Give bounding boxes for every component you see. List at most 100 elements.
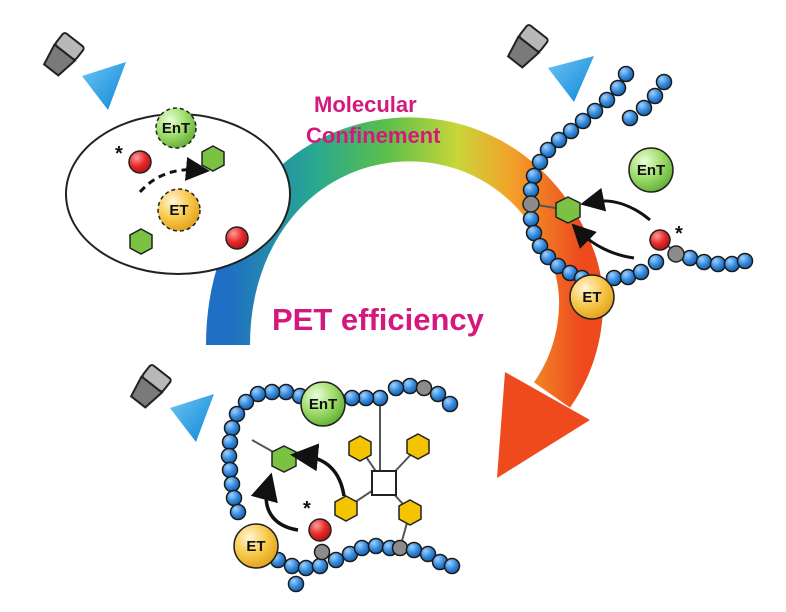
chain-bead	[635, 99, 653, 117]
title-molecular: Molecular	[314, 92, 417, 117]
ent-badge	[300, 381, 346, 427]
chain-bead	[531, 153, 549, 171]
et-badge	[233, 523, 279, 569]
chain-bead	[225, 489, 243, 507]
chain-bead	[531, 237, 549, 255]
chain-bead	[221, 461, 239, 479]
link-bead	[522, 195, 540, 213]
chain-bead	[429, 385, 447, 403]
title-pet-efficiency: PET efficiency	[272, 302, 485, 337]
chain-bead	[736, 252, 754, 270]
chain-bead	[419, 545, 437, 563]
chain-bead	[277, 383, 295, 401]
chain-bead	[357, 389, 375, 407]
chain-bead	[371, 389, 389, 407]
crosslinker	[371, 470, 397, 496]
chain-bead	[621, 109, 639, 127]
chain-bead	[237, 393, 255, 411]
substrate	[555, 196, 581, 224]
ent-badge	[155, 107, 197, 149]
lamp-icon	[129, 364, 172, 409]
chain-bead	[525, 167, 543, 185]
chain-panel: * EnT ET	[522, 65, 754, 320]
chain-bead	[709, 255, 727, 273]
chain-bead	[221, 433, 239, 451]
chain-bead	[353, 539, 371, 557]
link-bead	[391, 539, 409, 557]
transfer-arrow	[290, 443, 346, 497]
chain-bead	[327, 551, 345, 569]
photocatalyst	[225, 226, 249, 250]
chain-bead	[229, 503, 247, 521]
chain-bead	[387, 379, 405, 397]
chain-bead	[617, 65, 635, 83]
light-beam-icon	[170, 394, 214, 442]
transfer-arrow	[250, 472, 299, 532]
et-label: ET	[582, 289, 601, 306]
chain-bead	[549, 257, 567, 275]
chain-bead	[681, 249, 699, 267]
ent-label: EnT	[162, 120, 190, 137]
et-badge	[569, 274, 615, 320]
et-label: ET	[169, 202, 188, 219]
linker-hexagon	[398, 499, 422, 526]
photocatalyst	[649, 229, 671, 251]
chain-bead	[220, 447, 238, 465]
excited-mark: *	[115, 143, 123, 165]
substrate	[129, 228, 153, 255]
solution-panel: * EnT ET	[65, 107, 291, 275]
et-label: ET	[246, 538, 265, 555]
chain-bead	[646, 87, 664, 105]
chain-bead	[283, 557, 301, 575]
chain-bead	[655, 73, 673, 91]
chain-bead	[522, 210, 540, 228]
linker-hexagon	[406, 433, 430, 460]
ent-label: EnT	[309, 396, 337, 413]
title-confinement: Confinement	[306, 123, 441, 148]
chain-bead	[441, 395, 459, 413]
network-panel: * EnT ET	[220, 377, 461, 593]
linker-hexagon	[334, 495, 358, 522]
chain-bead	[609, 79, 627, 97]
transfer-arrow	[571, 223, 635, 260]
chain-bead	[401, 377, 419, 395]
transfer-arrow	[138, 157, 210, 193]
chain-bead	[695, 253, 713, 271]
chain-bead	[562, 122, 580, 140]
et-badge	[157, 188, 201, 232]
linker-hexagon	[348, 435, 372, 462]
substrate	[271, 445, 297, 473]
chain-bead	[223, 475, 241, 493]
chain-bead	[367, 537, 385, 555]
chain-bead	[443, 557, 461, 575]
chain-bead	[539, 141, 557, 159]
chain-bead	[598, 91, 616, 109]
chain-bead	[311, 557, 329, 575]
chain-bead	[647, 253, 665, 271]
chain-bead	[228, 405, 246, 423]
light-beam-icon	[82, 62, 126, 110]
lamp-icon	[506, 24, 549, 69]
link-bead	[313, 543, 331, 561]
chain-bead	[405, 541, 423, 559]
ent-label: EnT	[637, 162, 665, 179]
excited-mark: *	[303, 498, 311, 520]
chain-bead	[297, 559, 315, 577]
transfer-arrow	[580, 187, 651, 222]
photocatalyst	[308, 518, 332, 542]
chain-bead	[287, 575, 305, 593]
chain-bead	[574, 112, 592, 130]
chain-bead	[223, 419, 241, 437]
light-beam-icon	[548, 56, 594, 102]
chain-bead	[550, 131, 568, 149]
link-bead	[667, 245, 685, 263]
substrate	[201, 145, 225, 172]
ent-badge	[628, 147, 674, 193]
chain-bead	[343, 389, 361, 407]
chain-bead	[586, 102, 604, 120]
photocatalyst	[128, 150, 152, 174]
chain-bead	[249, 385, 267, 403]
chain-bead	[263, 383, 281, 401]
